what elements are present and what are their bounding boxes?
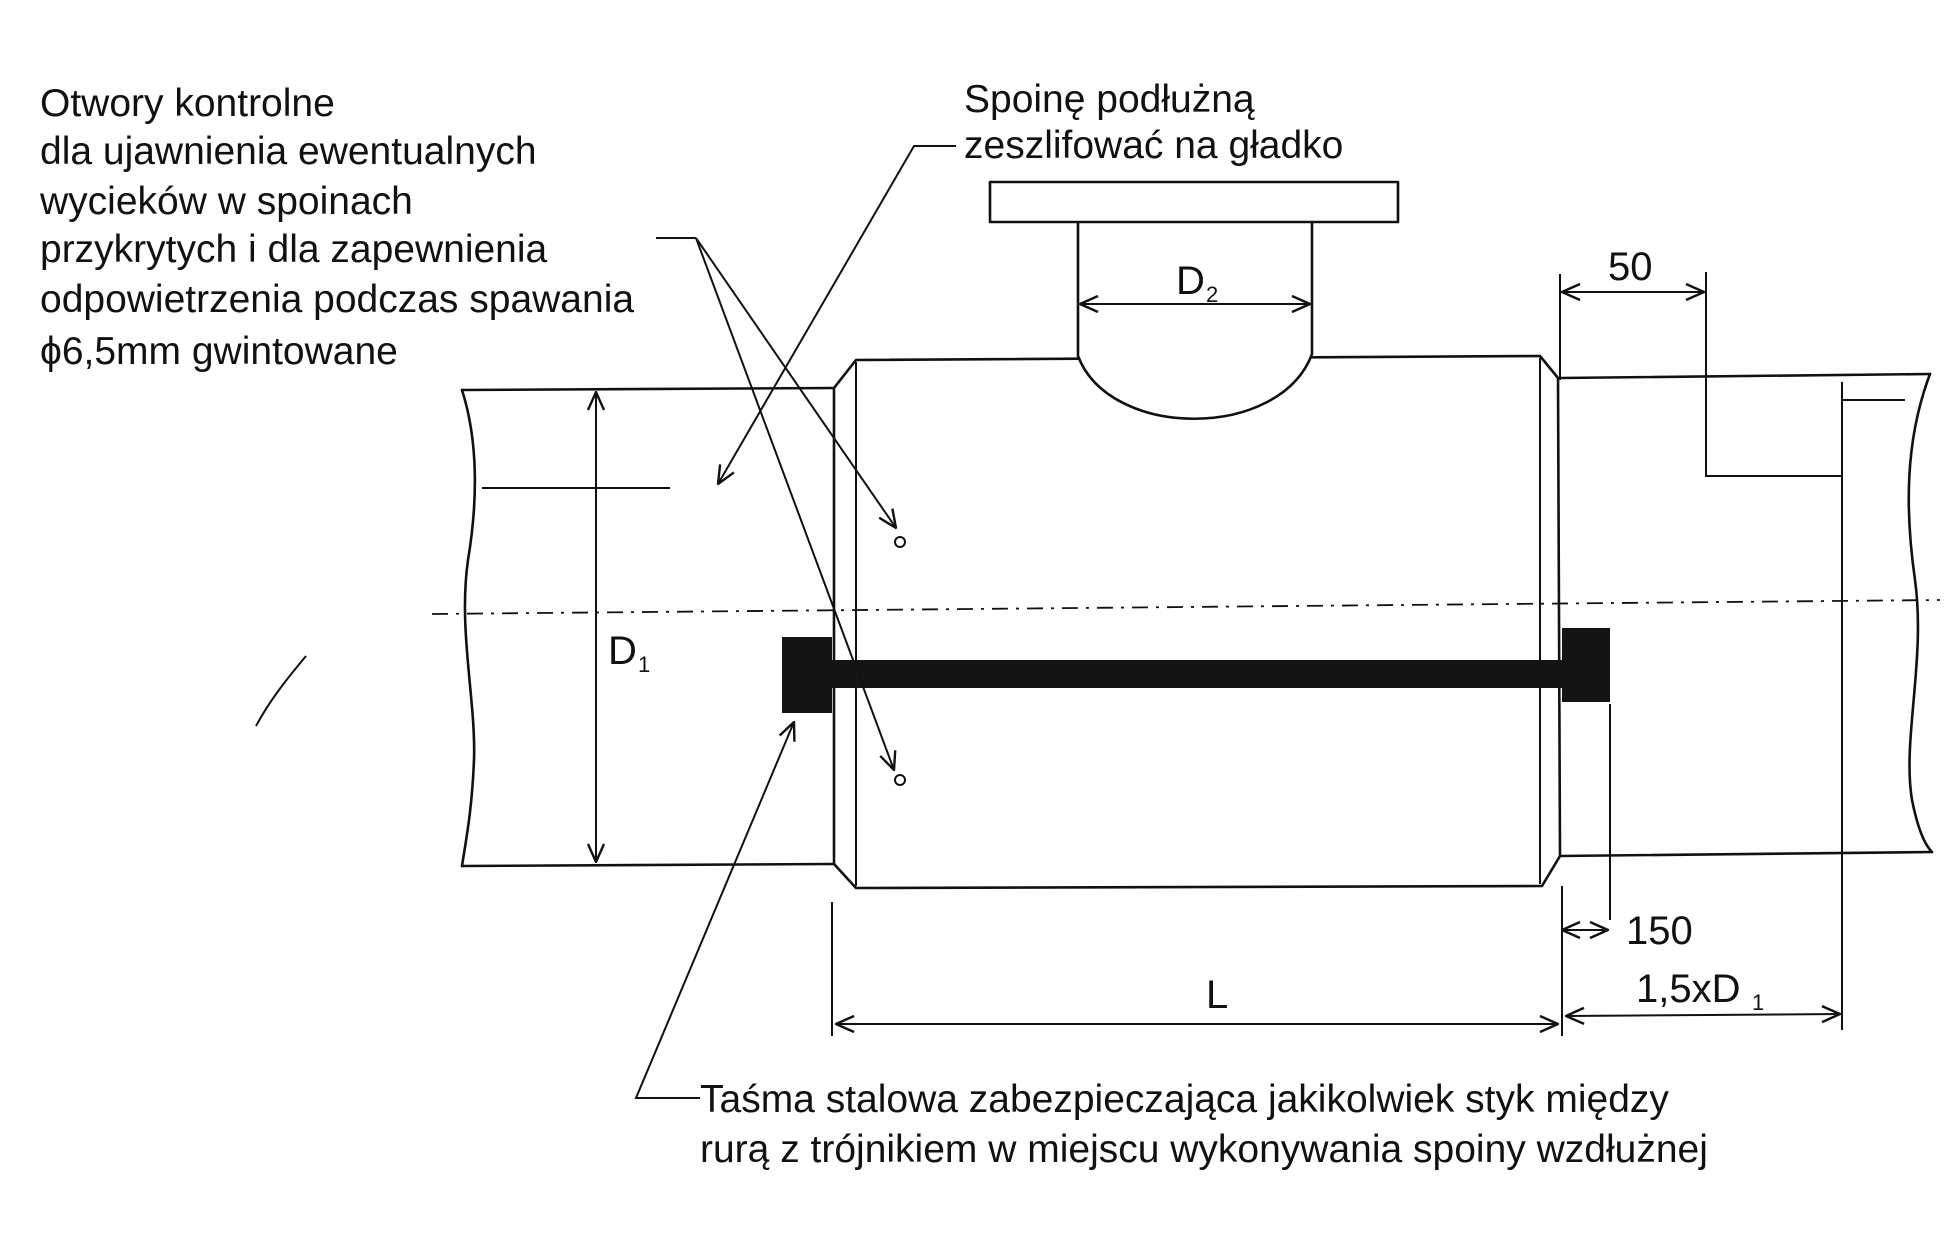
main-pipe [460, 372, 1934, 1030]
dimension-150: 150 [1562, 704, 1693, 953]
dimension-l: L [831, 886, 1563, 1036]
weld-note-leader [718, 145, 956, 484]
tape-note-line-2: rurą z trójnikiem w miejscu wykonywania … [700, 1128, 1708, 1171]
control-holes-line-1: Otwory kontrolne [40, 82, 335, 125]
control-holes-line-6: ϕ6,5mm gwintowane [40, 330, 398, 373]
dimension-d1: D 1 [482, 392, 670, 862]
tee-sleeve [832, 180, 1562, 890]
branch-flange [988, 180, 1400, 224]
weld-note-line-1: Spoinę podłużną [964, 78, 1255, 121]
dimension-d2: D 2 [1080, 259, 1310, 307]
control-holes-line-2: dla ujawnienia ewentualnych [40, 130, 537, 173]
d1-label: D [608, 629, 637, 673]
control-holes-line-3: wycieków w spoinach [39, 180, 413, 223]
control-holes-note: Otwory kontrolne dla ujawnienia ewentual… [39, 82, 634, 373]
weld-note: Spoinę podłużną zeszlifować na gładko [964, 78, 1343, 167]
weld-note-line-2: zeszlifować na gładko [964, 124, 1343, 167]
control-holes-line-5: odpowietrzenia podczas spawania [40, 278, 634, 321]
tape-note: Taśma stalowa zabezpieczająca jakikolwie… [700, 1078, 1708, 1171]
dimension-50: 50 [1559, 245, 1842, 477]
dim-150-label: 150 [1626, 909, 1693, 953]
d2-label: D [1176, 259, 1205, 303]
scan-mark [255, 655, 307, 727]
d2-subscript: 2 [1206, 282, 1218, 307]
dim-1-5xd1-subscript: 1 [1752, 990, 1764, 1015]
pipe-centerline [431, 599, 1941, 615]
control-hole-upper [894, 536, 906, 548]
dim-l-label: L [1206, 973, 1228, 1017]
tape-note-leader [634, 722, 794, 1099]
control-holes-line-4: przykrytych i dla zapewnienia [40, 228, 548, 271]
dimension-1-5xd1: 1,5xD 1 [1566, 967, 1840, 1016]
control-holes-leaders [656, 237, 896, 770]
dim-1-5xd1-label: 1,5xD [1636, 967, 1741, 1011]
tape-note-line-1: Taśma stalowa zabezpieczająca jakikolwie… [700, 1078, 1669, 1121]
d1-subscript: 1 [638, 652, 650, 677]
dim-50-label: 50 [1608, 245, 1653, 289]
control-hole-lower [894, 774, 906, 786]
steel-tape [782, 628, 1610, 713]
